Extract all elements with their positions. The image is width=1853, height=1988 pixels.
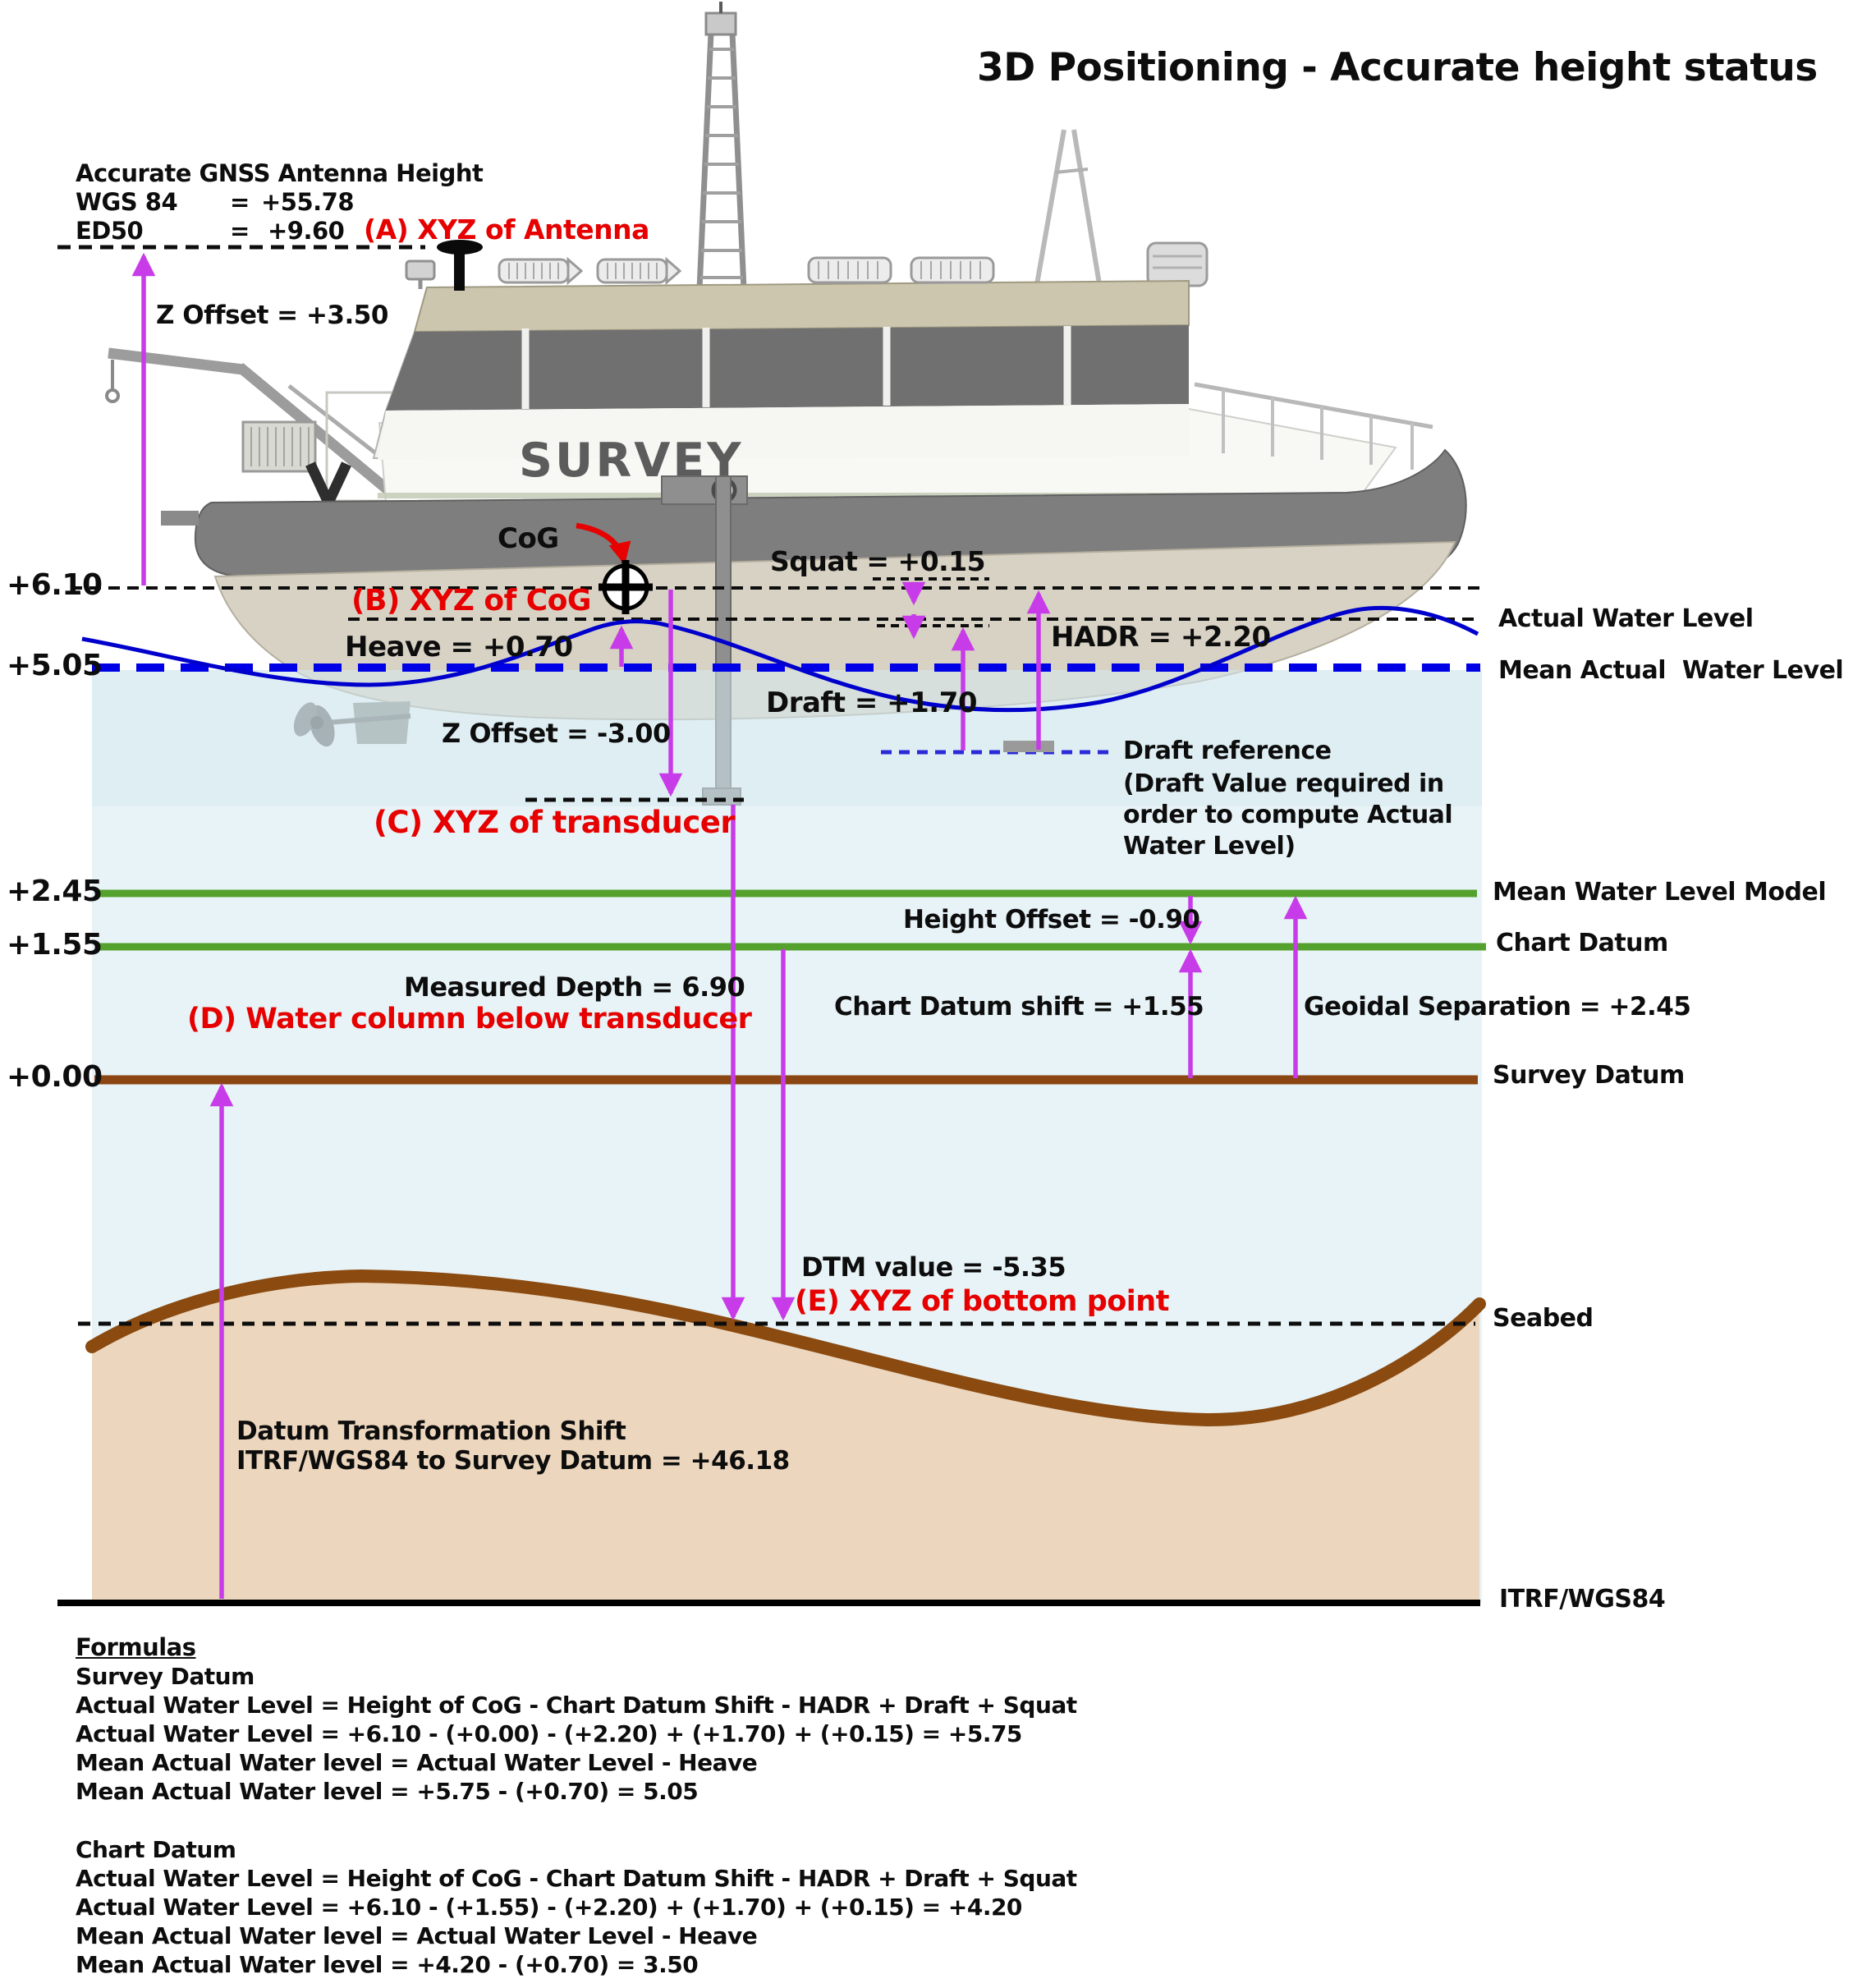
draft-ref-line4: Water Level) xyxy=(1123,832,1296,861)
right-label-itrf: ITRF/WGS84 xyxy=(1499,1585,1666,1614)
formula-chart-line2: Actual Water Level = +6.10 - (+1.55) - (… xyxy=(76,1894,1022,1921)
right-label-seabed: Seabed xyxy=(1493,1304,1594,1333)
cabin-roof-band xyxy=(413,279,1190,333)
level-mean-actual: +5.05 xyxy=(7,649,103,682)
cog-label: CoG xyxy=(498,522,559,555)
label-a-antenna: (A) XYZ of Antenna xyxy=(364,213,649,246)
measured-depth-label: Measured Depth = 6.90 xyxy=(404,971,745,1003)
hadr-label: HADR = +2.20 xyxy=(1051,621,1271,654)
formulas-heading: Formulas xyxy=(76,1633,196,1661)
label-e-bottom-point: (E) XYZ of bottom point xyxy=(795,1285,1169,1318)
formula-survey-line2: Actual Water Level = +6.10 - (+0.00) - (… xyxy=(76,1720,1022,1747)
gnss-row1-value: +55.78 xyxy=(261,188,355,216)
gnss-heading: Accurate GNSS Antenna Height xyxy=(76,159,484,187)
geoidal-separation-label: Geoidal Separation = +2.45 xyxy=(1304,992,1691,1022)
gnss-row2-value: +9.60 xyxy=(268,217,345,245)
gnss-antenna-icon xyxy=(437,240,483,255)
formula-chart-line1: Actual Water Level = Height of CoG - Cha… xyxy=(76,1865,1077,1892)
label-d-water-column: (D) Water column below transducer xyxy=(187,1003,752,1035)
gnss-row2-label: ED50 xyxy=(76,217,144,245)
deck-edge-strip xyxy=(378,493,1359,498)
height-offset-label: Height Offset = -0.90 xyxy=(903,905,1200,934)
formula-chart-line4: Mean Actual Water level = +4.20 - (+0.70… xyxy=(76,1951,699,1978)
v-cleat xyxy=(305,461,351,516)
gnss-row1-label: WGS 84 xyxy=(76,188,178,216)
level-chart-datum: +1.55 xyxy=(7,928,103,962)
squat-label: Squat = +0.15 xyxy=(770,545,986,577)
mast-rungs xyxy=(700,48,743,279)
right-label-awl: Actual Water Level xyxy=(1498,604,1754,633)
formulas-chart-heading: Chart Datum xyxy=(76,1836,236,1863)
gnss-row1-eq: = xyxy=(230,188,250,216)
mast-top-box xyxy=(704,11,737,36)
right-label-mawl: Mean Actual Water Level xyxy=(1498,656,1844,685)
label-b-cog: (B) XYZ of CoG xyxy=(351,584,591,618)
level-mwlm: +2.45 xyxy=(7,875,103,908)
right-label-sd: Survey Datum xyxy=(1493,1061,1685,1090)
formulas-survey-heading: Survey Datum xyxy=(76,1663,255,1690)
right-label-cd: Chart Datum xyxy=(1496,929,1668,957)
stern-louver-box xyxy=(241,420,317,473)
datum-shift-line1: Datum Transformation Shift xyxy=(236,1416,626,1446)
cabin-lower-band xyxy=(378,404,1189,460)
level-survey-datum: +0.00 xyxy=(7,1060,103,1094)
datum-shift-line2: ITRF/WGS84 to Survey Datum = +46.18 xyxy=(236,1446,790,1476)
formula-chart-line3: Mean Actual Water level = Actual Water L… xyxy=(76,1922,758,1949)
right-label-mwlm: Mean Water Level Model xyxy=(1493,878,1827,907)
heave-label: Heave = +0.70 xyxy=(345,631,573,663)
gnss-antenna-stem xyxy=(454,251,465,291)
draft-label: Draft = +1.70 xyxy=(766,686,978,719)
transducer-bracket xyxy=(661,475,748,505)
seabed-curve xyxy=(85,1269,1486,1427)
bow-railing xyxy=(1194,382,1433,429)
window-mullions xyxy=(521,326,1071,409)
draft-reference-pad xyxy=(1003,741,1054,752)
cog-pointer-arrow xyxy=(576,522,631,565)
formula-survey-line3: Mean Actual Water level = Actual Water L… xyxy=(76,1749,758,1776)
roof-vents xyxy=(498,256,995,286)
level-cog: +6.10 xyxy=(7,568,103,602)
crane-hook xyxy=(105,388,120,403)
chart-datum-shift-label: Chart Datum shift = +1.55 xyxy=(834,992,1204,1022)
label-c-transducer: (C) XYZ of transducer xyxy=(374,805,736,840)
formula-survey-line1: Actual Water Level = Height of CoG - Cha… xyxy=(76,1692,1077,1719)
draft-ref-line2: (Draft Value required in xyxy=(1123,769,1444,798)
cabin-windows xyxy=(386,325,1189,411)
sand-area xyxy=(92,1276,1479,1600)
radar-unit xyxy=(1146,241,1209,287)
measurement-arrows xyxy=(131,252,1308,1599)
gnss-row2-eq: = xyxy=(230,217,250,245)
z-offset-pos-label: Z Offset = +3.50 xyxy=(156,301,388,330)
z-offset-neg-label: Z Offset = -3.00 xyxy=(442,718,671,749)
cog-symbol-icon xyxy=(599,560,653,614)
dtm-value-label: DTM value = -5.35 xyxy=(801,1251,1066,1283)
stern-post xyxy=(161,511,199,526)
draft-ref-line3: order to compute Actual xyxy=(1123,801,1453,829)
searchlight xyxy=(405,259,436,281)
submerged-tint xyxy=(92,670,1482,806)
page-title: 3D Positioning - Accurate height status xyxy=(977,45,1818,90)
draft-ref-line1: Draft reference xyxy=(1123,737,1332,765)
formula-survey-line4: Mean Actual Water level = +5.75 - (+0.70… xyxy=(76,1778,699,1805)
water-wave xyxy=(81,605,1479,713)
